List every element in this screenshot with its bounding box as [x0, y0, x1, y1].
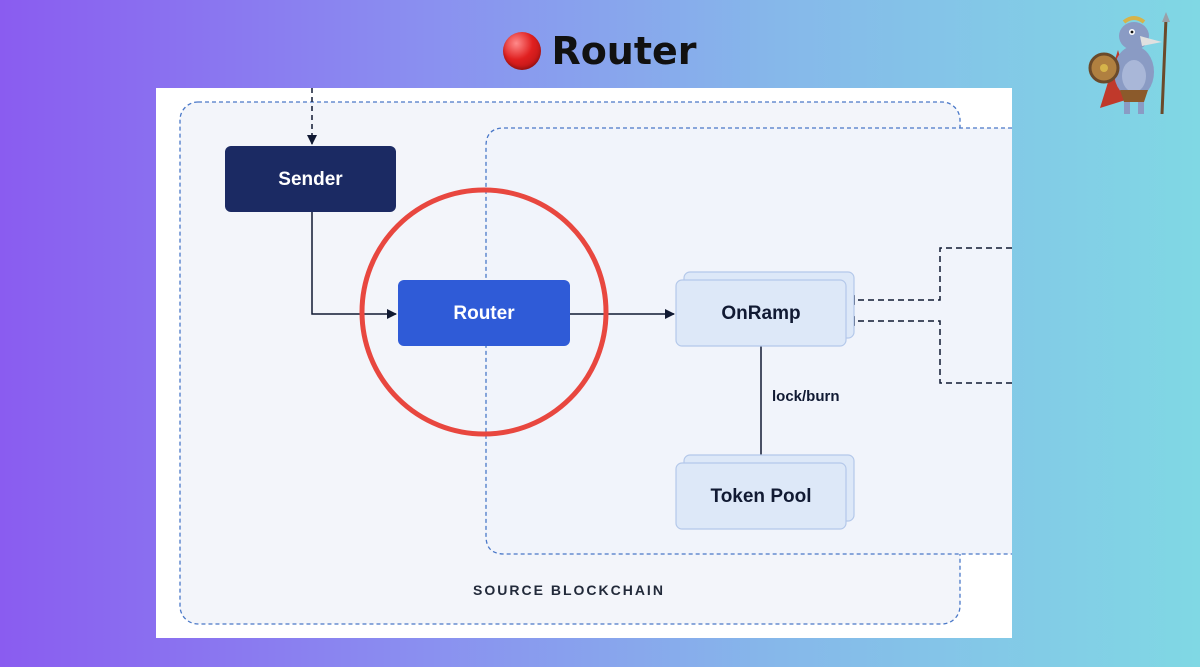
- warrior-bird-mascot-icon: [1088, 12, 1170, 115]
- sender-node: Sender: [225, 146, 396, 212]
- architecture-diagram: lock/burn Sender Router OnRamp Token Poo…: [179, 88, 1012, 625]
- onramp-label: OnRamp: [721, 303, 800, 324]
- router-node: Router: [398, 280, 570, 346]
- page-title: Router: [0, 26, 1200, 76]
- external-feed-bottom: [845, 316, 1012, 384]
- router-label: Router: [453, 303, 515, 324]
- sender-label: Sender: [278, 169, 343, 190]
- sender-to-router-edge: [311, 212, 397, 319]
- red-circle-icon: [503, 32, 542, 70]
- token-pool-node: Token Pool: [675, 454, 855, 530]
- source-blockchain-label: SOURCE BLOCKCHAIN: [473, 582, 665, 598]
- onramp-node: OnRamp: [675, 271, 855, 347]
- router-highlight-circle: [359, 187, 609, 437]
- title-text: Router: [551, 29, 697, 73]
- external-feed-top: [845, 247, 1012, 305]
- lock-burn-label: lock/burn: [772, 388, 840, 405]
- token-pool-label: Token Pool: [711, 486, 812, 507]
- diagram-panel: lock/burn Sender Router OnRamp Token Poo…: [156, 88, 1012, 638]
